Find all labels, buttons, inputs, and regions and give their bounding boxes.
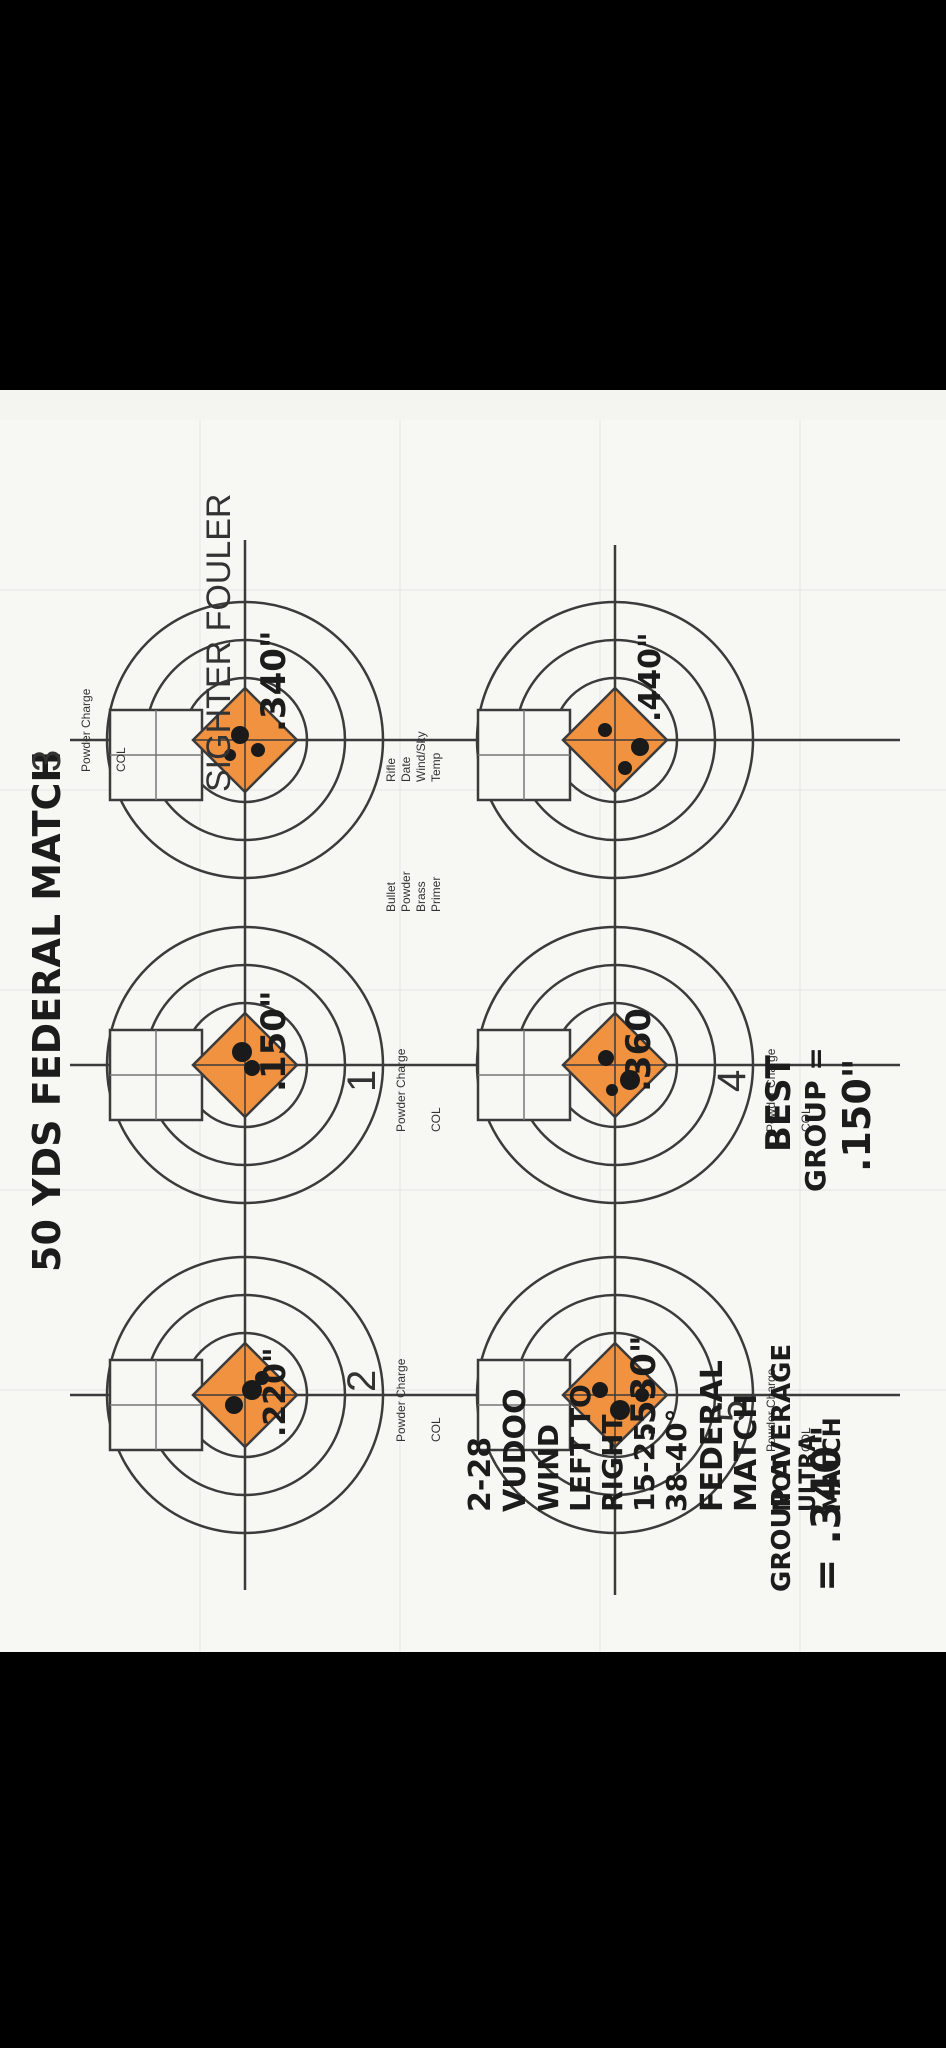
target-number-4: 4 [710,1070,754,1092]
load-label-powder: Powder [399,871,413,912]
col-label-3: COL [114,747,128,772]
target-sheet-photo: 50 YDS FEDERAL MATCH 1 2 3 4 5 Rifle Dat… [0,390,946,1652]
bullet-holes [224,723,649,1420]
col-label-5: COL [799,1427,813,1452]
note-average-2: = .340" [804,1425,850,1592]
group-size-2: .220" [258,1347,293,1437]
note-ammo-4: ULTRA [796,1435,821,1512]
note-ammo-2: MATCH [729,1394,764,1512]
note-average-1: GROUP AVERAGE [767,1344,797,1592]
note-wind-dir-2: RIGHT [596,1415,629,1513]
target-number-5: 5 [710,1400,754,1422]
info-label-rifle: Rifle [384,758,398,782]
group-size-5: .530" [624,1335,664,1437]
rotated-sheet-content: 50 YDS FEDERAL MATCH 1 2 3 4 5 Rifle Dat… [25,494,879,1592]
note-rifle: VUDOO [498,1389,533,1513]
note-temp: 38-40° [660,1408,693,1512]
printed-brand-watermark: SIGHTER FOULER [200,494,238,792]
note-best-2: GROUP = [799,1047,832,1192]
group-size-3: .340" [254,630,294,732]
powder-charge-label-5: Powder Charge [764,1368,778,1452]
powder-charge-label-3: Powder Charge [79,688,93,772]
col-label-2: COL [429,1417,443,1442]
group-size-4: .440" [633,632,668,722]
target-number-2: 2 [340,1370,384,1392]
note-best-1: BEST [759,1054,799,1152]
note-ammo-5: MATCH [818,1417,846,1512]
note-wind-dir-1: LEFT TO [564,1384,597,1512]
info-label-wind: Wind/Sky [414,731,428,782]
info-label-date: Date [399,756,413,782]
group-size-1: .150" [254,990,294,1092]
sighting-box-dividers [110,710,570,1450]
note-date: 2-28 [463,1437,498,1512]
load-label-brass: Brass [414,881,428,912]
sheet-title: 50 YDS FEDERAL MATCH [25,751,69,1272]
note-wind-speed: 15-25 [628,1422,661,1512]
info-label-temp: Temp [429,752,443,782]
col-label-1: COL [429,1107,443,1132]
powder-charge-label-1: Powder Charge [394,1048,408,1132]
note-ammo-1: FEDERAL [695,1360,730,1512]
target-number-3: 3 [25,750,69,772]
note-best-3: .150" [835,1058,879,1172]
note-ammo-3: NOT [768,1455,796,1512]
col-label-4: COL [799,1107,813,1132]
powder-charge-label-4: Powder Charge [764,1048,778,1132]
load-label-bullet: Bullet [384,881,398,912]
target-sheet: 50 YDS FEDERAL MATCH 1 2 3 4 5 Rifle Dat… [0,420,946,1652]
note-wind: WIND [532,1424,565,1512]
powder-charge-label-2: Powder Charge [394,1358,408,1442]
target-number-1: 1 [340,1070,384,1092]
group-size-4b: .360 [619,1008,659,1092]
load-label-primer: Primer [429,877,443,912]
